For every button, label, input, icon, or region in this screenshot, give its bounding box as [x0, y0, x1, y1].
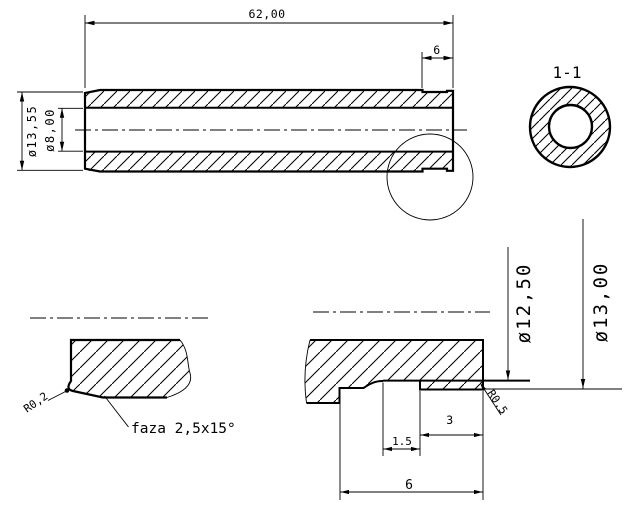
detail-left-view: R0,2 faza 2,5x15° [21, 317, 236, 437]
dim-reduced-length: 6 [340, 478, 483, 495]
section-hatch [530, 87, 610, 167]
dim-reduced-length-label: 6 [405, 478, 413, 493]
upper-wall-hatch [86, 91, 452, 108]
dim-bore-diameter-label: ø8,00 [43, 108, 57, 152]
radius-note-r05-label: R0.5 [485, 387, 511, 416]
extension-lines [339, 382, 484, 500]
section-outer-circle [528, 85, 612, 169]
dim-groove-flat-label: 1.5 [392, 435, 412, 448]
dim-length: 62,00 [84, 7, 454, 88]
dim-collar-length-label: 3 [446, 413, 453, 427]
detail-circle [386, 133, 474, 221]
chamfer-note-label: faza 2,5x15° [131, 421, 236, 437]
chamfer-note: faza 2,5x15° [104, 395, 236, 437]
detail-left-edges [67, 338, 180, 399]
dim-groove-flat: 1.5 [383, 435, 420, 452]
detail-right-break-line [304, 339, 311, 404]
detail-right-hatch [304, 340, 483, 403]
main-view: 62,00 6 ø13,55 ø8,00 [17, 7, 474, 221]
section-view: 1-1 [528, 63, 612, 169]
dim-outer-diameter: ø13,55 [17, 91, 83, 171]
radius-note-r05: R0.5 [479, 382, 511, 417]
dim-end-diameter: ø13,00 [580, 219, 612, 389]
lower-wall-hatch [86, 152, 452, 171]
detail-right-view: 1.5 3 6 R0.5 ø12,50 [304, 219, 622, 500]
section-bore-circle [547, 103, 594, 150]
detail-left-break-line [166, 339, 192, 398]
dim-outer-diameter-label: ø13,55 [25, 105, 39, 157]
dim-bore-diameter: ø8,00 [43, 107, 83, 152]
radius-note-r02: R0,2 [21, 388, 70, 416]
dim-collar-length: 3 [420, 413, 483, 438]
bore-lines [85, 106, 453, 153]
dim-end-length: 6 [421, 43, 453, 88]
radius-note-r02-label: R0,2 [21, 390, 50, 416]
dim-end-length-label: 6 [433, 43, 440, 57]
dim-length-label: 62,00 [248, 7, 285, 21]
section-label: 1-1 [553, 63, 582, 82]
dim-groove-diameter-label: ø12,50 [513, 263, 535, 344]
detail-left-hatch [68, 340, 191, 398]
dim-end-diameter-label: ø13,00 [590, 262, 612, 343]
tube-outline [83, 88, 455, 173]
leader-dot [64, 388, 70, 393]
dim-groove-diameter: ø12,50 [505, 247, 535, 380]
